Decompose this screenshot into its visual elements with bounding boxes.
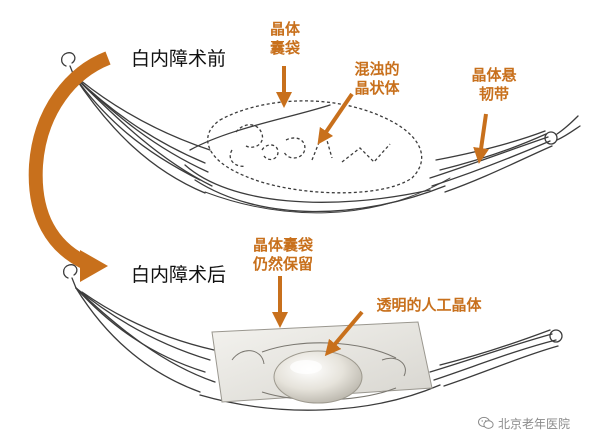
hammock-before [60,52,581,214]
label-zonule-line2: 韧带 [478,85,509,103]
capsule-with-iol [211,321,433,404]
label-lens-capsule-line2: 囊袋 [269,39,300,57]
arrow-cloudy [317,92,354,145]
label-zonule-line1: 晶体悬 [471,66,517,84]
label-lens-capsule: 晶体 囊袋 [258,20,312,58]
label-cloudy-lens: 混浊的 晶状体 [345,60,409,98]
arrow-iol [324,310,364,357]
label-capsule-retained-line1: 晶体囊袋 [252,236,313,254]
label-capsule-retained-line2: 仍然保留 [252,255,313,273]
before-surgery-title: 白内障术前 [131,48,227,70]
label-zonule: 晶体悬 韧带 [462,66,526,104]
right-ring-icon [544,131,558,145]
watermark-text: 北京老年医院 [498,416,571,431]
label-intraocular-lens: 透明的人工晶体 [376,296,482,314]
pointer-arrows [272,66,490,357]
transition-arrow [28,51,111,271]
right-ring-icon [549,329,563,343]
label-cloudy-lens-line2: 晶状体 [354,79,400,97]
intraocular-lens [273,350,363,404]
label-lens-capsule-line1: 晶体 [269,20,300,38]
watermark: 北京老年医院 [478,413,594,433]
cloudy-lens [207,100,423,194]
left-hook-icon [62,264,78,289]
hammock-after [62,264,563,411]
label-cloudy-lens-line1: 混浊的 [354,60,400,78]
arrow-zonule [473,113,490,164]
after-surgery-title: 白内障术后 [131,264,227,286]
transition-arrow-head [80,250,108,282]
wechat-icon [478,416,494,429]
label-capsule-retained: 晶体囊袋 仍然保留 [244,236,322,274]
